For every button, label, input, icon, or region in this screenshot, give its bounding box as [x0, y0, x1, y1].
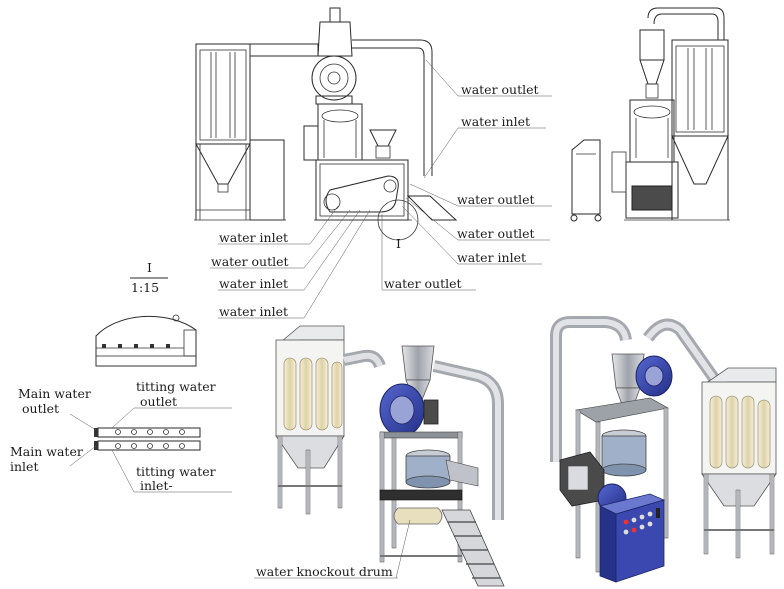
label-main-water-outlet-2: outlet — [22, 401, 59, 416]
side-elevation-view — [570, 7, 730, 222]
label-water-outlet-right-2: water outlet — [457, 226, 535, 241]
detail-scale-ratio: 1:15 — [131, 280, 159, 295]
detail-scale-top: I — [147, 260, 152, 275]
label-main-water-inlet-1: Main water — [10, 444, 83, 459]
label-main-water-outlet-1: Main water — [18, 386, 91, 401]
label-titting-water-inlet-2: inlet- — [140, 478, 173, 493]
label-water-inlet-top: water inlet — [461, 114, 530, 129]
label-titting-water-outlet-2: outlet — [140, 394, 177, 409]
label-water-inlet-left-1: water inlet — [219, 230, 288, 245]
label-water-inlet-left-2: water inlet — [219, 276, 288, 291]
label-titting-water-outlet-1: titting water — [136, 379, 216, 394]
detail-marker-i: I — [396, 236, 401, 251]
label-water-knockout-drum: water knockout drum — [256, 564, 393, 579]
label-titting-water-inlet-1: titting water — [136, 464, 216, 479]
dust-collector-cabinet — [195, 43, 251, 145]
detail-i-view: I 1:15 — [95, 260, 197, 367]
label-leaders — [210, 59, 552, 319]
isometric-view-right — [550, 316, 777, 583]
isometric-view-left — [254, 325, 505, 587]
label-water-outlet-left: water outlet — [211, 254, 289, 269]
label-water-inlet-left-3: water inlet — [219, 304, 288, 319]
label-water-inlet-right: water inlet — [457, 250, 526, 265]
water-manifold — [69, 407, 232, 493]
label-water-outlet-bottom: water outlet — [384, 276, 462, 291]
label-water-outlet-top: water outlet — [461, 82, 539, 97]
label-water-outlet-right-1: water outlet — [457, 192, 535, 207]
front-elevation-view: I — [194, 7, 458, 251]
motor-side — [631, 185, 673, 211]
label-main-water-inlet-2: inlet — [10, 459, 38, 474]
